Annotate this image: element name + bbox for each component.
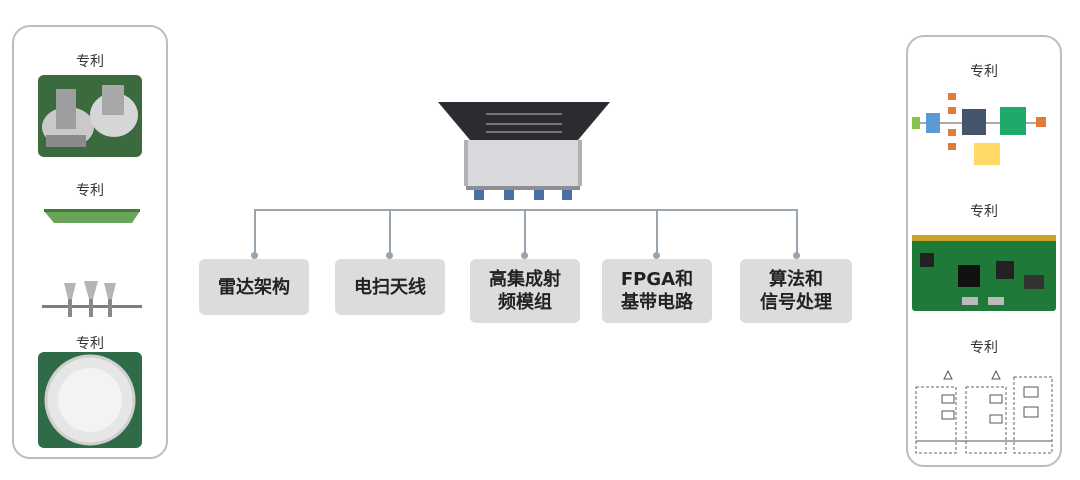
node-fpga-baseband: FPGA和 基带电路	[602, 259, 712, 323]
radome-photo	[38, 352, 142, 448]
patent-label: 专利	[76, 183, 104, 199]
patent-label: 专利	[76, 54, 104, 70]
patent-label: 专利	[970, 64, 998, 80]
right-patent-panel: 专利 专利 专利	[906, 35, 1062, 467]
radar-device-image	[438, 102, 610, 200]
left-patent-panel: 专利 专利 专利	[12, 25, 168, 459]
connector-line	[254, 209, 256, 255]
connector-dot	[793, 252, 800, 259]
connector-horizontal	[254, 209, 798, 211]
circuit-schematic-image	[915, 369, 1053, 454]
pcb-board-photo	[912, 235, 1056, 311]
block-diagram-image	[912, 93, 1046, 165]
connector-dot	[653, 252, 660, 259]
connector-dot	[521, 252, 528, 259]
connector-line	[389, 209, 391, 255]
connector-line	[796, 209, 798, 255]
patent-label: 专利	[970, 204, 998, 220]
patent-label: 专利	[970, 340, 998, 356]
flat-plate-photo	[44, 209, 140, 223]
node-algorithm-signal-processing: 算法和 信号处理	[740, 259, 852, 323]
node-electronic-scan-antenna: 电扫天线	[335, 259, 445, 315]
antenna-assembly-photo	[38, 75, 142, 157]
connector-dot	[386, 252, 393, 259]
node-radar-architecture: 雷达架构	[199, 259, 309, 315]
patent-label: 专利	[76, 336, 104, 352]
horn-array-photo	[42, 281, 142, 317]
connector-dot	[251, 252, 258, 259]
node-rf-module: 高集成射 频模组	[470, 259, 580, 323]
connector-line	[524, 209, 526, 255]
connector-line	[656, 209, 658, 255]
